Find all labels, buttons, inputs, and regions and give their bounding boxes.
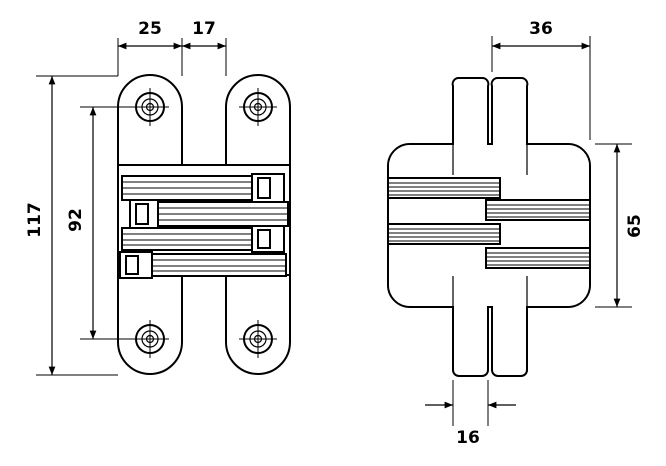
dimension-label-65: 65 bbox=[625, 214, 645, 238]
hinge-mechanism bbox=[117, 164, 291, 279]
side-arm-stack bbox=[387, 177, 591, 269]
screw-hole-top-right bbox=[239, 88, 277, 126]
dimension-label-25: 25 bbox=[138, 19, 162, 39]
dimension-label-36: 36 bbox=[529, 19, 553, 39]
dimension-label-117: 117 bbox=[25, 202, 45, 238]
screw-hole-bottom-right bbox=[239, 320, 277, 358]
hinge-front-view: 25 17 117 92 bbox=[25, 19, 291, 376]
dimension-label-16: 16 bbox=[456, 428, 480, 448]
screw-hole-top-left bbox=[131, 88, 169, 126]
dimension-label-92: 92 bbox=[66, 208, 86, 232]
dimension-label-17: 17 bbox=[192, 19, 216, 39]
hinge-side-view: 36 65 16 bbox=[387, 19, 645, 448]
